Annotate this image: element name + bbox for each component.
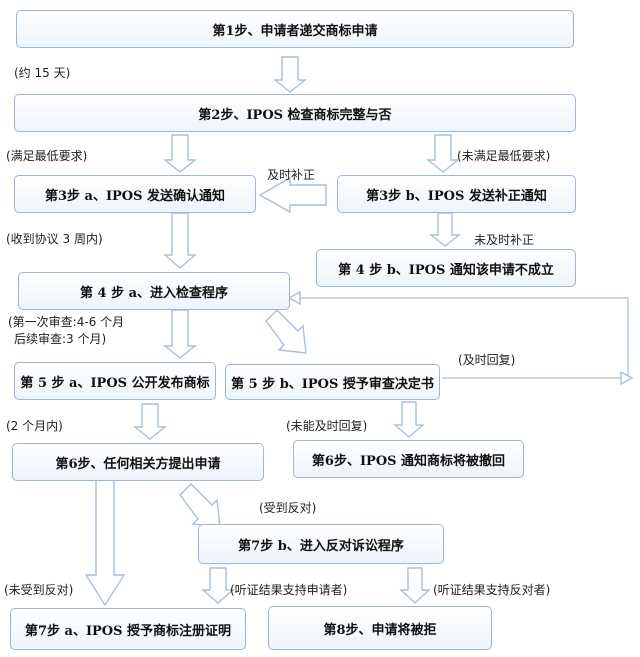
note-15-days: (约 15 天) [14,66,71,80]
arrow-s1-s2 [273,56,307,93]
step-2-box: 第2步、IPOS 检查商标完整与否 [14,94,576,132]
step-3a-box: 第3步 a、IPOS 发送确认通知 [14,175,256,213]
step-5a-label: 第 5 步 a、IPOS 公开发布商标 [20,375,210,391]
step-3a-label: 第3步 a、IPOS 发送确认通知 [44,188,226,204]
note-not-meet-min: (未满足最低要求) [457,149,551,163]
step-1-box: 第1步、申请者递交商标申请 [16,10,574,48]
step-3b-label: 第3步 b、IPOS 发送补正通知 [366,188,547,204]
arrow-s2-s3b [426,134,460,173]
note-opposed: (受到反对) [259,501,317,515]
arrow-s2-s3a [163,134,197,173]
arrow-s3b-s4b [428,212,462,247]
note-follow-exam: 后续审查:3 个月) [14,332,107,346]
arrow-s4a-s5a [163,309,197,359]
step-5b-label: 第 5 步 b、IPOS 授予审查决定书 [231,376,434,392]
step-4b-label: 第 4 步 b、IPOS 通知该申请不成立 [338,262,554,278]
note-supports-applicant: (听证结果支持申请者) [230,583,348,597]
step-4b-box: 第 4 步 b、IPOS 通知该申请不成立 [316,249,576,287]
step-6-box: 第6步、任何相关方提出申请 [12,443,264,481]
note-within-3-weeks: (收到协议 3 周内) [6,232,103,246]
arrow-s7b-s8 [399,567,431,604]
step-6b-label: 第6步、IPOS 通知商标将被撤回 [311,453,506,469]
step-4a-label: 第 4 步 a、进入检查程序 [79,285,229,301]
note-not-opposed: (未受到反对) [4,583,74,597]
loop-arrow-bottom [620,370,634,386]
note-timely-reply: (及时回复) [458,353,516,367]
arrow-s5a-s6 [133,403,167,440]
arrow-s5b-s6b [393,401,425,438]
note-2-months: (2 个月内) [6,419,63,433]
arrow-s4a-s5b [265,309,307,354]
step-3b-box: 第3步 b、IPOS 发送补正通知 [337,175,576,213]
note-meet-min: (满足最低要求) [6,149,88,163]
arrow-s6-s7a [84,479,126,607]
step-8-box: 第8步、申请将被拒 [268,606,492,650]
step-1-label: 第1步、申请者递交商标申请 [212,23,378,39]
note-no-timely-reply: (未能及时回复) [286,419,368,433]
step-6b-box: 第6步、IPOS 通知商标将被撤回 [293,440,524,478]
step-6-label: 第6步、任何相关方提出申请 [55,456,221,472]
arrow-s7b-s7a [201,567,235,604]
note-timely-correction: 及时补正 [267,168,316,182]
step-5a-box: 第 5 步 a、IPOS 公开发布商标 [14,362,216,400]
arrow-s3b-s3a [258,176,327,214]
loop-arrow-left [287,290,301,306]
note-first-exam: (第一次审查:4-6 个月 [8,315,125,329]
step-4a-box: 第 4 步 a、进入检查程序 [18,272,290,310]
loop-line-s5b-s4a [298,297,629,379]
step-7a-label: 第7步 a、IPOS 授予商标注册证明 [24,623,232,639]
note-supports-opponent: (听证结果支持反对者) [433,583,551,597]
arrow-s3a-s4a [163,212,197,269]
step-8-label: 第8步、申请将被拒 [323,622,437,638]
arrow-s6-s7b [179,483,221,528]
step-2-label: 第2步、IPOS 检查商标完整与否 [198,107,392,123]
step-7b-box: 第7步 b、进入反对诉讼程序 [198,524,444,564]
step-7a-box: 第7步 a、IPOS 授予商标注册证明 [10,608,246,650]
step-7b-label: 第7步 b、进入反对诉讼程序 [238,538,404,554]
note-not-timely-correction: 未及时补正 [474,233,535,247]
step-5b-box: 第 5 步 b、IPOS 授予审查决定书 [225,364,440,400]
